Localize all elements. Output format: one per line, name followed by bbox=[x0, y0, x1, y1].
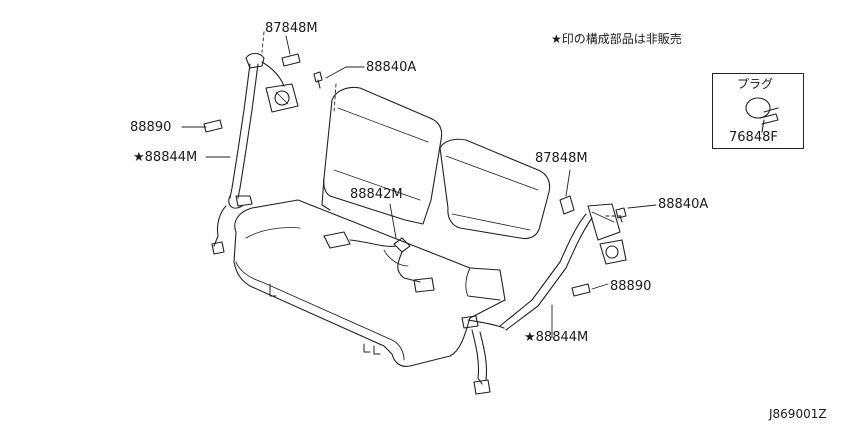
label-left-cover: 88890 bbox=[130, 120, 172, 135]
right-bolt bbox=[615, 207, 627, 223]
label-upper-left-guide: 87848M bbox=[265, 21, 318, 36]
plug-inset-box: プラグ 76848F bbox=[712, 73, 804, 149]
seat-back bbox=[321, 86, 551, 240]
label-left-belt: ★88844M bbox=[133, 150, 198, 165]
label-left-bolt: 88840A bbox=[366, 60, 417, 75]
left-guide-cover bbox=[281, 53, 301, 67]
label-center-buckle: 88842M bbox=[350, 187, 403, 202]
figure-code: J869001Z bbox=[769, 407, 827, 421]
left-bolt bbox=[313, 71, 323, 89]
label-right-bolt: 88840A bbox=[658, 197, 709, 212]
left-seatbelt bbox=[203, 52, 299, 255]
label-right-cover: 88890 bbox=[610, 279, 652, 294]
non-sale-note: ★印の構成部品は非販売 bbox=[551, 32, 682, 46]
right-seatbelt bbox=[461, 195, 627, 395]
center-buckle-belt bbox=[323, 231, 435, 293]
seat-cushion bbox=[233, 199, 506, 367]
leader-lines bbox=[181, 31, 657, 339]
inset-part-number: 76848F bbox=[729, 130, 778, 145]
label-right-belt: ★88844M bbox=[524, 330, 589, 345]
inset-title: プラグ bbox=[737, 77, 774, 91]
label-right-guide: 87848M bbox=[535, 151, 588, 166]
plug-icon bbox=[745, 97, 779, 133]
